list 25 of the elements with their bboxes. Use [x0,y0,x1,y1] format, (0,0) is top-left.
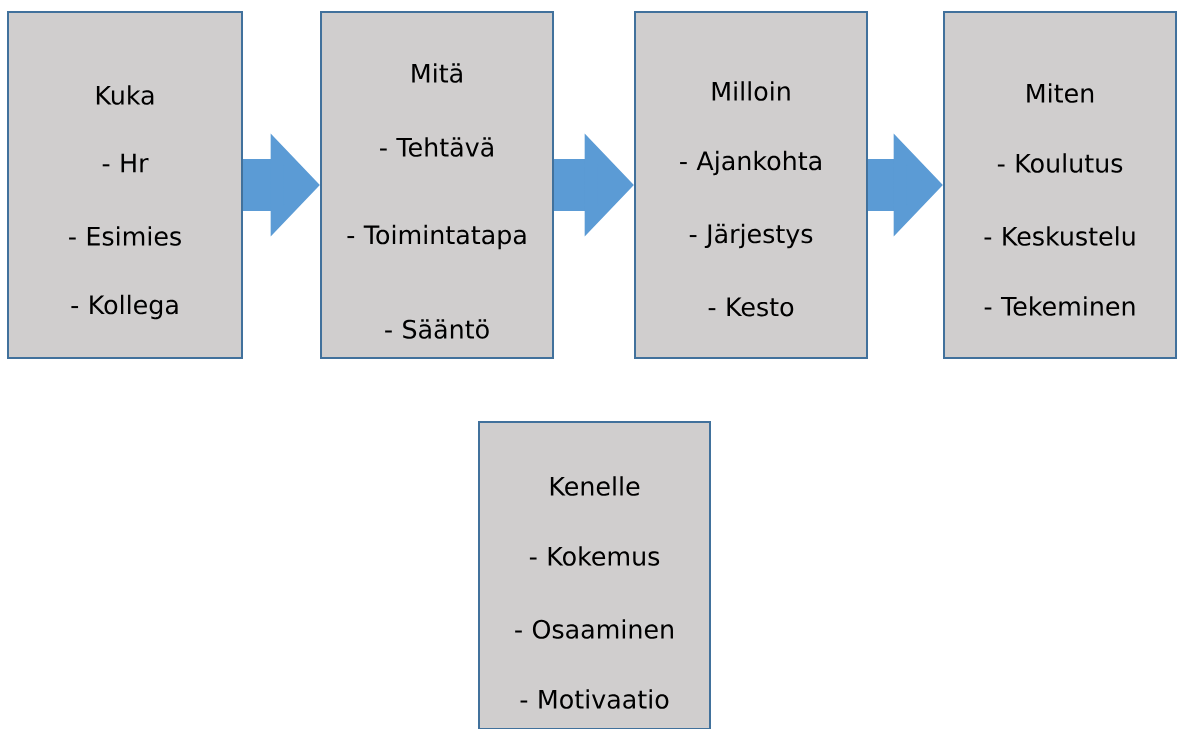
list-item: - Hr [102,153,149,173]
heading-text: Milloin [712,81,790,101]
list-item: - Tehtävä [380,137,493,157]
heading-text: Kuka [96,85,154,105]
list-item: - Kollega [71,294,178,320]
list-item: - Järjestys [689,223,813,249]
list-item: - Keskustelu [984,226,1135,246]
list-item: - Kokemus [529,546,660,566]
heading-text: Kenelle [550,476,640,496]
list-item: - Motivaatio [520,689,669,709]
list-item: - Kesto [708,297,794,317]
text-box [943,11,1177,359]
list-item: - Esimies [69,226,181,246]
text-box [7,11,243,359]
text-box [634,11,868,359]
text-box [478,421,711,729]
list-item: - Ajankohta [680,150,821,176]
list-item: - Toimintatapa [347,224,526,250]
heading-text: Mitä [412,63,462,83]
list-item: - Tekeminen [984,296,1135,316]
list-item: - Sääntö [385,319,489,339]
text-box [320,11,554,359]
list-item: - Koulutus [997,153,1123,173]
heading-text: Miten [1027,83,1094,103]
list-item: - Osaaminen [515,619,673,639]
